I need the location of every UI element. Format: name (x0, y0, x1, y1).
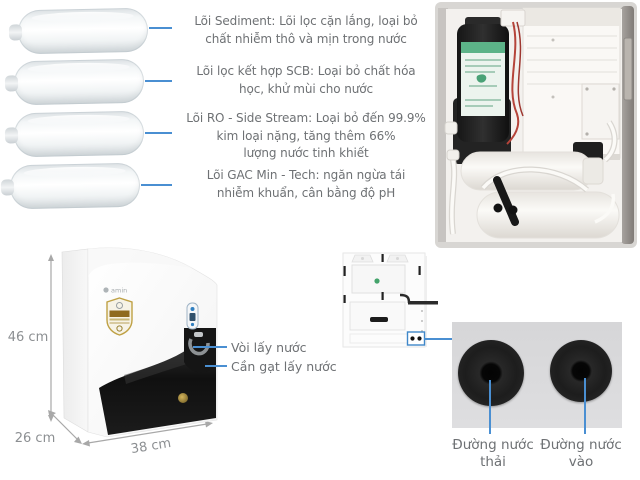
pointer-line-ports (424, 338, 453, 340)
brand-logo: amin (103, 287, 127, 295)
pointer-line-filter-1 (149, 27, 172, 29)
pointer-line-filter-4 (141, 184, 172, 186)
water-tubes (448, 120, 618, 235)
pump (453, 17, 511, 164)
filter-label-line: Lõi RO - Side Stream: Loại bỏ đến 99.9% (186, 111, 426, 125)
filter-label-line: kim loại nặng, tăng thêm 66% (216, 128, 396, 143)
power-cable (408, 301, 438, 305)
filter-label-scb: Lõi lọc kết hợp SCB: Loại bỏ chất hóa họ… (170, 63, 442, 98)
filter-cartridge-2 (13, 58, 145, 106)
ports-photo (452, 322, 622, 428)
red-wire (506, 21, 520, 145)
filter-label-line: Lõi GAC Min - Tech: ngăn ngừa tái (206, 168, 406, 182)
storage-tank (522, 7, 621, 160)
fitting (446, 149, 460, 161)
case-left-wall (438, 8, 448, 242)
dimension-depth: 26 cm (14, 431, 56, 446)
label-inlet-water: Đường nước vào (529, 437, 633, 471)
filter-label-line: lượng nước tinh khiết (243, 146, 369, 160)
fitting (444, 121, 458, 135)
pointer-line-filter-3 (145, 132, 172, 134)
top-curve-shade (88, 247, 192, 278)
pump-label-logo (476, 74, 487, 83)
label-waste-water: Đường nước thải (441, 437, 545, 471)
faucet-lever (194, 332, 203, 337)
label-line: Đường nước (540, 437, 622, 453)
unit-side-face (61, 248, 89, 433)
dimension-lines (48, 254, 213, 447)
ports-highlight (406, 331, 426, 346)
filter-label-line: Lõi lọc kết hợp SCB: Loại bỏ chất hóa (196, 64, 416, 78)
filter-label-line: Lõi Sediment: Lõi lọc cặn lắng, loại bỏ (194, 14, 418, 28)
inner-port-dot (508, 205, 518, 215)
black-fitting (493, 176, 519, 226)
filter-label-line: học, khử mùi cho nước (238, 81, 373, 96)
inlet-water-port (550, 340, 612, 402)
filter-label-line: nhiễm khuẩn, cân bằng độ pH (216, 185, 396, 200)
pointer-line-filter-2 (145, 80, 172, 82)
product-photo: amin (48, 247, 218, 447)
display-panel (186, 302, 199, 330)
pointer-line-waste-port (489, 380, 491, 434)
label-line: thải (480, 454, 506, 470)
filter-label-ro: Lõi RO - Side Stream: Loại bỏ đến 99.9% … (170, 110, 442, 163)
pointer-line-spout (193, 346, 227, 348)
pointer-line-inlet-port (584, 378, 586, 434)
filter-label-line: chất nhiễm thô và mịn trong nước (205, 31, 407, 46)
gold-emblem (178, 393, 188, 403)
dimension-height: 46 cm (7, 330, 49, 345)
hinge (623, 37, 633, 101)
callout-lever: Cần gạt lấy nước (231, 359, 337, 374)
inner-port-dot (493, 203, 503, 213)
keyhole-slots (343, 254, 421, 303)
filter-cartridge-3 (13, 110, 145, 158)
callout-spout: Vòi lấy nước (231, 340, 307, 355)
lower-recess (349, 301, 406, 331)
filter-label-gac: Lõi GAC Min - Tech: ngăn ngừa tái nhiễm … (170, 167, 442, 202)
filter-cartridge-4 (9, 162, 141, 210)
filter-label-sediment: Lõi Sediment: Lõi lọc cặn lắng, loại bỏ … (170, 13, 442, 48)
brand-logo-text: amin (111, 287, 127, 295)
back-panel-diagram (342, 252, 438, 348)
vent-slot (370, 317, 388, 322)
filter-housing-2 (476, 191, 620, 239)
pointer-line-lever (205, 365, 227, 367)
interior-photo (435, 2, 637, 248)
label-line: Đường nước (452, 437, 534, 453)
filter-cartridge-1 (17, 7, 149, 55)
waste-water-port (458, 340, 524, 406)
red-wire (516, 21, 524, 117)
housing-collar (582, 157, 604, 185)
label-line: vào (568, 454, 594, 470)
certification-badge (106, 297, 133, 336)
green-indicator (374, 278, 380, 284)
